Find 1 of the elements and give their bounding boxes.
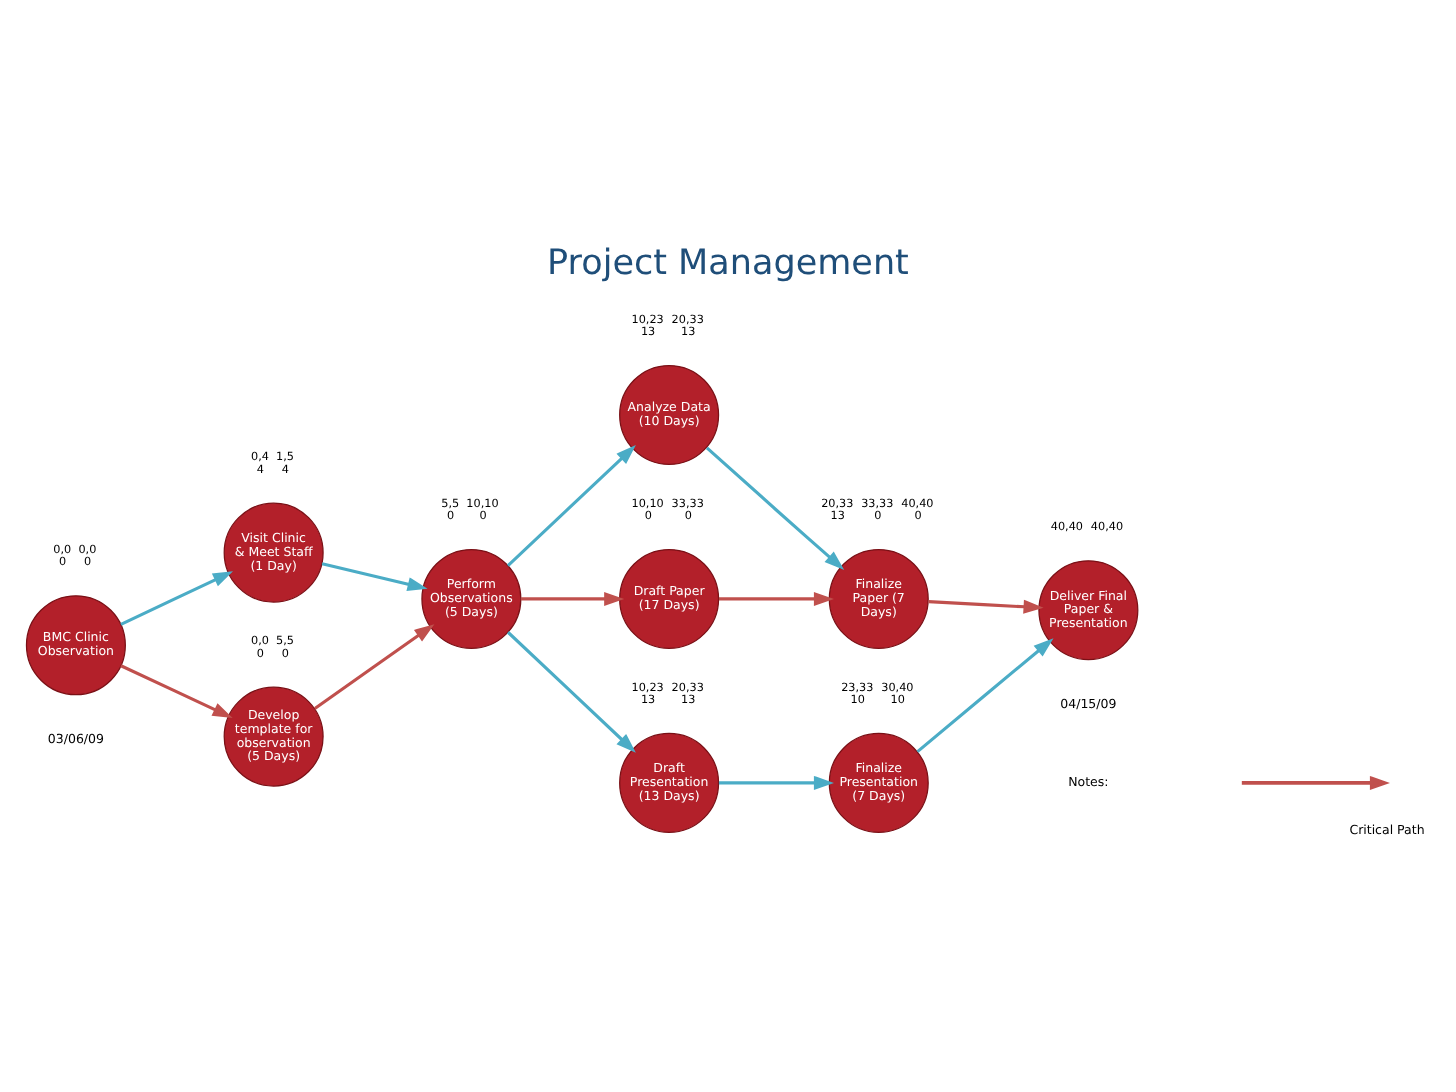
diagram-title: Project Management — [547, 243, 909, 284]
